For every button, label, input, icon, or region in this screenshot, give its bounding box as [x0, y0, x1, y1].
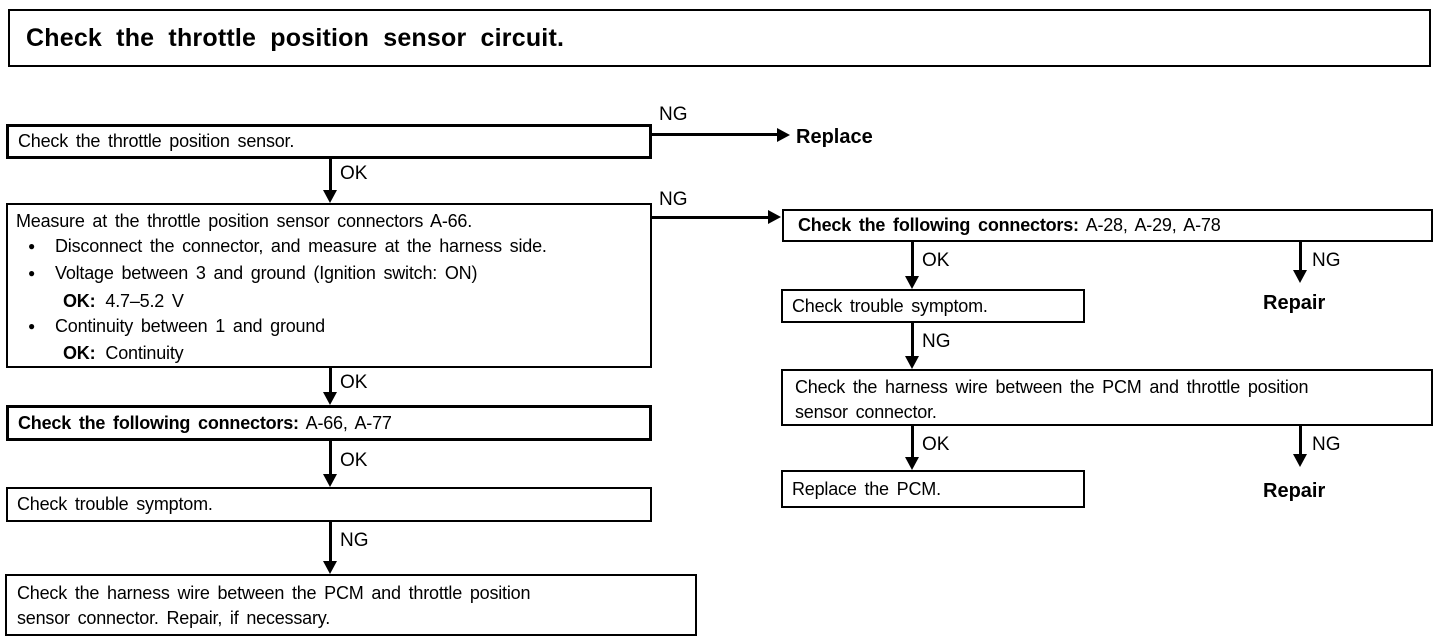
step-check-sensor: Check the throttle position sensor. [6, 124, 652, 159]
arrow-ng-connectors-to-repair [1299, 242, 1302, 271]
arrowhead-down-icon [323, 190, 337, 203]
action-repair-bottom: Repair [1263, 480, 1326, 502]
arrowhead-right-icon [777, 128, 790, 142]
arrow-ng-sensor-to-replace [652, 133, 778, 136]
measure-bullet-1: Disconnect the connector, and measure at… [16, 234, 642, 261]
arrowhead-right-icon [768, 210, 781, 224]
arrowhead-down-icon [905, 276, 919, 289]
ng-label: NG [1312, 250, 1341, 271]
arrow-ng-symptom-to-harness-right [911, 323, 914, 357]
step-replace-pcm: Replace the PCM. [781, 470, 1085, 508]
arrowhead-down-icon [905, 356, 919, 369]
bullet-icon [16, 314, 55, 341]
step-check-connectors-right: Check the following connectors: A-28, A-… [782, 209, 1433, 242]
measure-bullet-2-ok: OK:4.7–5.2 V [63, 290, 184, 311]
arrowhead-down-icon [323, 474, 337, 487]
arrow-ok-measure-to-connectors [329, 368, 332, 393]
bullet-icon [16, 234, 55, 261]
step-check-harness-right: Check the harness wire between the PCM a… [781, 369, 1433, 426]
ng-label: NG [340, 530, 369, 551]
ok-label: OK [340, 372, 368, 393]
arrow-ng-harness-to-repair [1299, 426, 1302, 455]
step-check-sensor-text: Check the throttle position sensor. [18, 131, 295, 151]
arrow-ng-symptom-to-harness [329, 522, 332, 562]
measure-heading: Measure at the throttle position sensor … [16, 211, 473, 231]
ok-label: OK [922, 434, 950, 455]
step-check-connectors-left: Check the following connectors: A-66, A-… [6, 405, 652, 441]
arrowhead-down-icon [905, 457, 919, 470]
arrowhead-down-icon [323, 392, 337, 405]
step-check-symptom-left: Check trouble symptom. [6, 487, 652, 522]
arrow-ok-sensor-to-measure [329, 158, 332, 191]
step-check-symptom-right: Check trouble symptom. [781, 289, 1085, 323]
ng-label: NG [659, 189, 688, 210]
arrow-ng-measure-to-connectors [652, 216, 769, 219]
ok-label: OK [922, 250, 950, 271]
arrow-ok-harness-to-replace-pcm [911, 426, 914, 458]
arrow-ok-connectors-to-symptom-right [911, 242, 914, 277]
title-box: Check the throttle position sensor circu… [8, 9, 1431, 67]
arrowhead-down-icon [1293, 454, 1307, 467]
ng-label: NG [659, 104, 688, 125]
arrow-ok-connectors-to-symptom [329, 441, 332, 475]
measure-bullet-3: Continuity between 1 and ground [16, 314, 642, 341]
action-repair-top: Repair [1263, 292, 1326, 314]
ok-label: OK [340, 450, 368, 471]
ng-label: NG [922, 331, 951, 352]
bullet-icon [16, 261, 55, 288]
step-measure-sensor: Measure at the throttle position sensor … [6, 203, 652, 368]
ok-label: OK [340, 163, 368, 184]
ng-label: NG [1312, 434, 1341, 455]
action-replace: Replace [796, 126, 873, 148]
arrowhead-down-icon [1293, 270, 1307, 283]
measure-bullet-3-ok: OK:Continuity [63, 343, 184, 364]
step-check-harness-left: Check the harness wire between the PCM a… [5, 574, 697, 636]
page-title: Check the throttle position sensor circu… [26, 24, 565, 52]
measure-bullet-2: Voltage between 3 and ground (Ignition s… [16, 261, 642, 288]
arrowhead-down-icon [323, 561, 337, 574]
